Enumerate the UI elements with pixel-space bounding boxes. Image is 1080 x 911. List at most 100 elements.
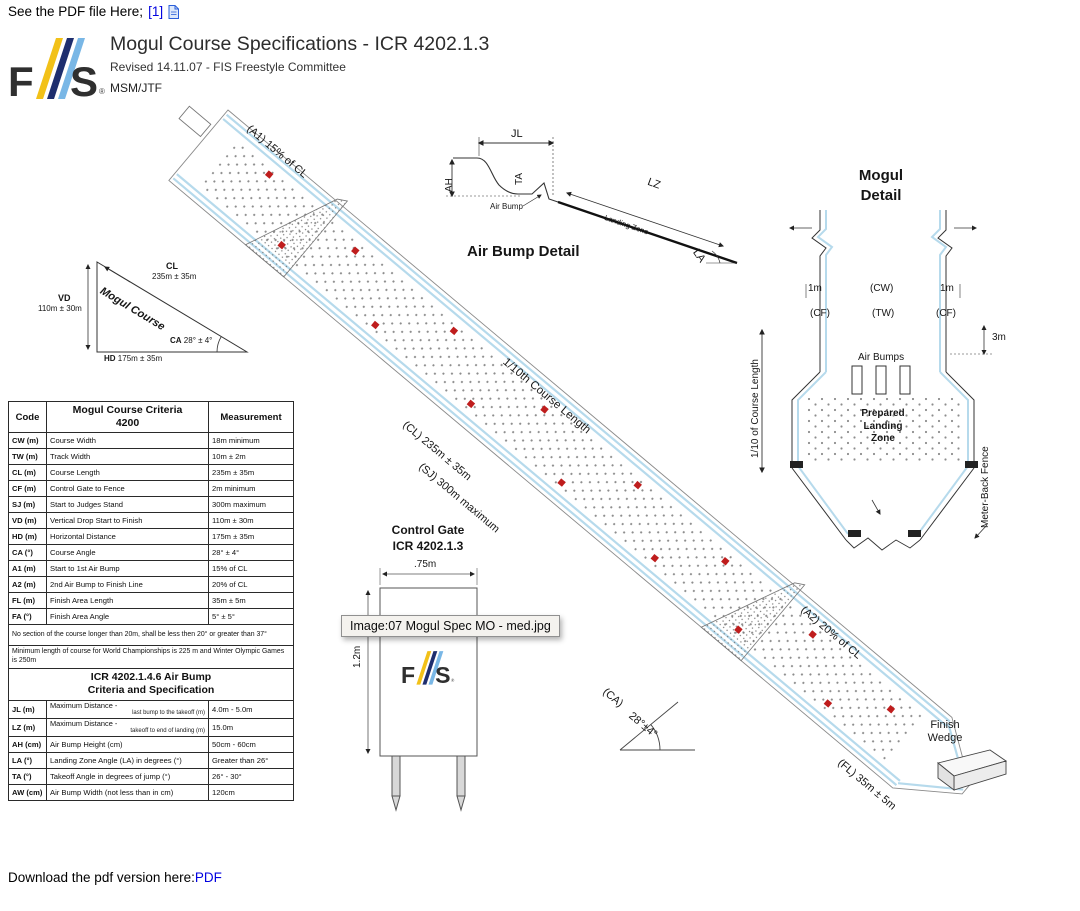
- fis-logo-stripe-blue: [58, 38, 85, 99]
- finish-wedge-label-line1: Finish: [930, 719, 960, 731]
- cell-criteria: Finish Area Angle: [46, 608, 209, 626]
- cell-criteria: Air Bump Width (not less than in cm): [46, 783, 209, 801]
- control-gate-title: Control Gate ICR 4202.1.3: [378, 523, 478, 554]
- cell-code: LA (°): [8, 751, 47, 769]
- airbump-section-title-line2: Criteria and Specification: [87, 684, 215, 697]
- cell-criteria: Maximum Distance -takeoff to end of land…: [46, 717, 209, 737]
- air-bump-detail-drawing: [446, 137, 738, 265]
- table-note-1: No section of the course longer than 20m…: [8, 624, 294, 647]
- cell-measurement: 20% of CL: [208, 576, 294, 594]
- air-bump-rect-3: [899, 365, 911, 395]
- control-gate-logo-stripe-yellow: [416, 651, 432, 685]
- control-gate-logo-registered: ®: [451, 678, 455, 683]
- fis-logo-f: F: [8, 58, 34, 105]
- table-note-2: Minimum length of course for World Champ…: [8, 645, 294, 669]
- md-cf-right: (CF): [936, 308, 956, 319]
- table-row: AH (cm)Air Bump Height (cm)50cm - 60cm: [8, 735, 294, 753]
- control-gate-title-line2: ICR 4202.1.3: [392, 538, 464, 553]
- airbump-section-header: ICR 4202.1.4.6 Air Bump Criteria and Spe…: [8, 667, 294, 701]
- md-air-bumps-label: Air Bumps: [858, 352, 905, 363]
- finish-wedge-drawing: [937, 749, 1008, 791]
- col-code: Code: [8, 400, 47, 434]
- cell-criteria: Start to 1st Air Bump: [46, 560, 209, 578]
- pdf-link-line: See the PDF file Here; [1]: [8, 4, 180, 19]
- control-gate-logo-f: F: [401, 662, 415, 688]
- course-band: [168, 105, 971, 795]
- table-row: LZ (m) Maximum Distance -takeoff to end …: [8, 717, 294, 737]
- download-pdf-link[interactable]: PDF: [194, 870, 222, 885]
- abd-jl-label: JL: [511, 128, 523, 140]
- control-gate-height-dim: 1.2m: [352, 645, 363, 668]
- col-criteria-line2: 4200: [115, 417, 140, 430]
- cell-code: SJ (m): [8, 496, 47, 514]
- tri-vd-label: VD: [58, 293, 71, 303]
- mogul-detail-title-line2: Detail: [860, 186, 902, 204]
- tri-cl-value: 235m ± 35m: [152, 272, 197, 281]
- fence-markers: [790, 461, 978, 537]
- page-title: Mogul Course Specifications - ICR 4202.1…: [110, 33, 490, 55]
- cell-measurement: 15.0m: [208, 717, 294, 737]
- cell-code: A2 (m): [8, 576, 47, 594]
- cell-code: CL (m): [8, 464, 47, 482]
- pdf-document-link[interactable]: [168, 4, 180, 19]
- finish-wedge-label-line2: Wedge: [927, 731, 963, 744]
- document-icon: [168, 4, 180, 19]
- cell-code: FA (°): [8, 608, 47, 626]
- abd-ta-label: TA: [514, 172, 525, 185]
- cell-criteria: Course Length: [46, 464, 209, 482]
- airbump-section-title-line1: ICR 4202.1.4.6 Air Bump: [90, 670, 212, 683]
- cell-measurement: 50cm - 60cm: [208, 735, 294, 753]
- cell-criteria: Vertical Drop Start to Finish: [46, 512, 209, 530]
- air-bump-zone-2: [700, 582, 806, 662]
- table-row: AW (cm)Air Bump Width (not less than in …: [8, 783, 294, 801]
- control-gate-title-line1: Control Gate: [391, 523, 465, 537]
- fis-logo-stripe-navy: [47, 38, 74, 99]
- pdf-ref-link[interactable]: [1]: [148, 4, 164, 19]
- md-1m-left: 1m: [808, 283, 822, 294]
- table-header-row: Code Mogul Course Criteria 4200 Measurem…: [8, 400, 294, 434]
- mogul-detail-title: Mogul Detail: [845, 166, 917, 205]
- md-cf-left: (CF): [810, 308, 830, 319]
- table-note-row: Minimum length of course for World Champ…: [8, 645, 294, 669]
- start-structure: [178, 105, 212, 138]
- cell-measurement: 18m minimum: [208, 432, 294, 450]
- cell-code: AH (cm): [8, 735, 47, 753]
- course-angle-annotation: [619, 701, 695, 751]
- page-subtitle: Revised 14.11.07 - FIS Freestyle Committ…: [110, 60, 346, 74]
- md-left-axis-label: 1/10 of Course Length: [750, 359, 761, 458]
- abd-air-bump-label: Air Bump: [490, 202, 523, 211]
- cell-code: LZ (m): [8, 717, 47, 737]
- md-right-axis-label: Meter-Back Fence: [980, 446, 991, 528]
- cell-code: CW (m): [8, 432, 47, 450]
- cell-criteria: Course Angle: [46, 544, 209, 562]
- table-row: TA (°)Takeoff Angle in degrees of jump (…: [8, 767, 294, 785]
- download-line: Download the pdf version here:PDF: [8, 870, 222, 885]
- col-criteria: Mogul Course Criteria 4200: [46, 400, 209, 434]
- cell-measurement: 4.0m - 5.0m: [208, 699, 294, 719]
- cell-criteria: Finish Area Length: [46, 592, 209, 610]
- cell-criteria: Maximum Distance -last bump to the takeo…: [46, 699, 209, 719]
- cell-measurement: 28° ± 4°: [208, 544, 294, 562]
- cell-measurement: 300m maximum: [208, 496, 294, 514]
- control-gate-drawing: [365, 568, 478, 812]
- airbump-section-title: ICR 4202.1.4.6 Air Bump Criteria and Spe…: [8, 667, 294, 701]
- cell-measurement: 10m ± 2m: [208, 448, 294, 466]
- cell-measurement: 26° - 30°: [208, 767, 294, 785]
- air-bump-rect-1: [851, 365, 863, 395]
- cw-ticks: [805, 284, 961, 298]
- cell-measurement: Greater than 26°: [208, 751, 294, 769]
- cell-code: CF (m): [8, 480, 47, 498]
- finish-wedge-label: Finish Wedge: [914, 719, 976, 744]
- image-filename-tooltip: Image:07 Mogul Spec MO - med.jpg: [341, 615, 560, 637]
